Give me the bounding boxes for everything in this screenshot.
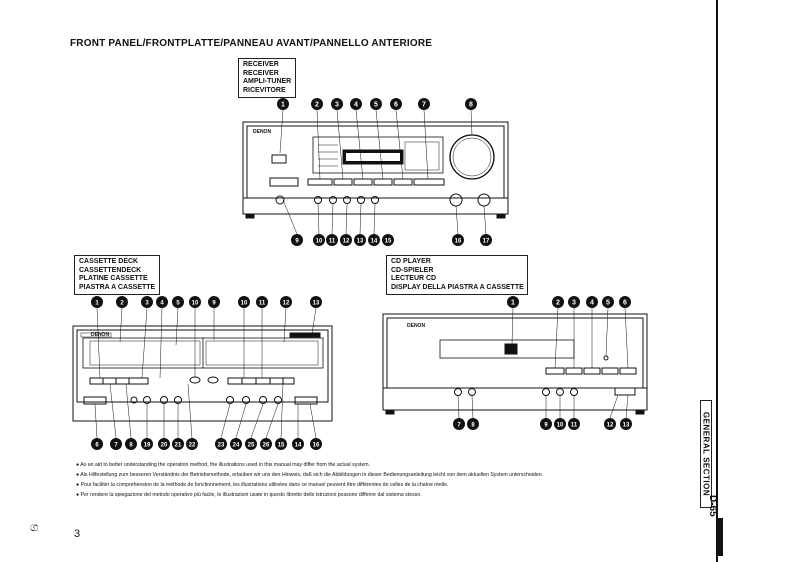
- callout-badge: 16: [455, 239, 462, 245]
- callout-badge: 8: [469, 102, 473, 109]
- receiver-callouts-top: 1 2 3 4 5 6 7 8: [277, 98, 477, 110]
- callout-badge: 15: [278, 443, 285, 449]
- callout-badge: 9: [295, 239, 299, 245]
- note-french: ● Pour faciliter la compréhension de la …: [76, 482, 449, 488]
- callout-badge: 24: [233, 443, 240, 449]
- callout-badge: 1: [281, 102, 285, 109]
- callout-badge: 8: [471, 423, 475, 429]
- section-tab: GENERAL SECTION: [700, 400, 712, 508]
- callout-badge: 7: [114, 443, 118, 449]
- cd-illustration: [382, 307, 648, 419]
- cd-label-line: CD-SPIELER: [391, 266, 434, 274]
- callout-badge: 3: [572, 300, 576, 307]
- callout-badge: 13: [623, 423, 630, 429]
- note-german: ● Als Hilfestellung zum besseren Verstän…: [76, 472, 544, 478]
- cassette-label-box: CASSETTE DECK CASSETTENDECK PLATINE CASS…: [74, 255, 160, 295]
- receiver-label-line: RECEIVER: [243, 61, 279, 68]
- callout-badge: 1: [95, 301, 99, 307]
- cassette-label-line: PLATINE CASSETTE: [79, 275, 148, 282]
- page-title: FRONT PANEL/FRONTPLATTE/PANNEAU AVANT/PA…: [70, 38, 433, 49]
- callout-badge: 16: [313, 443, 320, 449]
- callout-badge: 5: [606, 300, 610, 307]
- callout-badge: 9: [212, 301, 216, 307]
- callout-badge: 7: [457, 423, 461, 429]
- thumb-index-bar: [718, 518, 723, 556]
- callout-badge: 3: [145, 301, 149, 307]
- receiver-label-box: RECEIVER RECEIVER AMPLI-TUNER RICEVITORE: [238, 58, 296, 98]
- callout-badge: 14: [371, 239, 378, 245]
- receiver-callouts-bottom: 9 10 11 12 13 14 15 16 17: [291, 234, 492, 246]
- margin-mark: ග: [30, 520, 39, 534]
- callout-badge: 12: [607, 423, 614, 429]
- receiver-label-line: RECEIVER: [243, 69, 279, 77]
- section-tab-label: GENERAL SECTION: [701, 411, 711, 497]
- receiver-illustration: [242, 109, 509, 235]
- side-rule: [716, 0, 718, 562]
- callout-badge: 11: [329, 239, 336, 245]
- cd-label-line: DISPLAY DELLA PIASTRA A CASSETTE: [391, 283, 524, 291]
- cassette-label-line: PIASTRA A CASSETTE: [79, 283, 156, 291]
- callout-badge: 22: [189, 443, 196, 449]
- cassette-label-line: CASSETTE DECK: [79, 258, 139, 265]
- callout-badge: 10: [192, 301, 199, 307]
- callout-badge: 26: [263, 443, 270, 449]
- cassette-label-line: CASSETTENDECK: [79, 266, 142, 274]
- page-number: 3: [74, 528, 81, 540]
- callout-badge: 17: [483, 239, 490, 245]
- note-english: ● As an aid to better understanding the …: [76, 462, 370, 468]
- callout-badge: 8: [129, 443, 133, 449]
- receiver-brand: DENON: [253, 129, 271, 135]
- callout-badge: 12: [283, 301, 290, 307]
- note-italian: ● Per rendere la spiegazione del metodo …: [76, 492, 422, 498]
- receiver-label-line: AMPLI-TUNER: [243, 78, 292, 85]
- callout-badge: 15: [385, 239, 392, 245]
- callout-badge: 2: [315, 102, 319, 109]
- callout-badge: 11: [259, 301, 266, 307]
- callout-badge: 4: [354, 102, 358, 109]
- callout-badge: 4: [590, 300, 594, 307]
- cd-brand: DENON: [407, 323, 425, 329]
- callout-badge: 14: [295, 443, 302, 449]
- callout-badge: 25: [248, 443, 255, 449]
- callout-badge: 21: [175, 443, 182, 449]
- cd-callouts-bottom: 7 8 9 10 11 12 13: [453, 418, 632, 430]
- callout-badge: 5: [374, 102, 378, 109]
- callout-badge: 2: [556, 300, 560, 307]
- callout-badge: 7: [422, 102, 426, 109]
- callout-badge: 2: [120, 301, 124, 307]
- callout-badge: 3: [335, 102, 339, 109]
- callout-badge: 4: [160, 301, 164, 307]
- callout-badge: 6: [394, 102, 398, 109]
- callout-badge: 6: [623, 300, 627, 307]
- callout-badge: 11: [571, 423, 578, 429]
- notes: ● As an aid to better understanding the …: [76, 462, 676, 502]
- callout-badge: 1: [511, 300, 515, 307]
- callout-badge: 6: [95, 443, 99, 449]
- callout-badge: 19: [144, 443, 151, 449]
- cassette-callouts-bottom: 6 7 8 19 20 21 22 23 24 25 26 15 14 16: [91, 438, 322, 450]
- callout-badge: 5: [176, 301, 180, 307]
- cd-callouts-top: 1 2 3 4 5 6: [507, 296, 631, 308]
- callout-badge: 10: [241, 301, 248, 307]
- callout-badge: 13: [357, 239, 364, 245]
- cd-label-box: CD PLAYER CD-SPIELER LECTEUR CD DISPLAY …: [386, 255, 528, 295]
- cassette-illustration: [72, 307, 333, 439]
- model-label: D-65: [707, 495, 718, 517]
- callout-badge: 10: [557, 423, 564, 429]
- callout-badge: 9: [544, 423, 548, 429]
- receiver-label-line: RICEVITORE: [243, 86, 286, 94]
- cassette-brand: DENON: [91, 332, 109, 338]
- callout-badge: 13: [313, 301, 320, 307]
- cd-label-line: CD PLAYER: [391, 258, 431, 265]
- cd-label-line: LECTEUR CD: [391, 275, 437, 282]
- callout-badge: 20: [161, 443, 168, 449]
- cassette-callouts-top: 1 2 3 4 5 10 9 10 11 12 13: [91, 296, 322, 308]
- callout-badge: 10: [316, 239, 323, 245]
- callout-badge: 23: [218, 443, 225, 449]
- callout-badge: 12: [343, 239, 350, 245]
